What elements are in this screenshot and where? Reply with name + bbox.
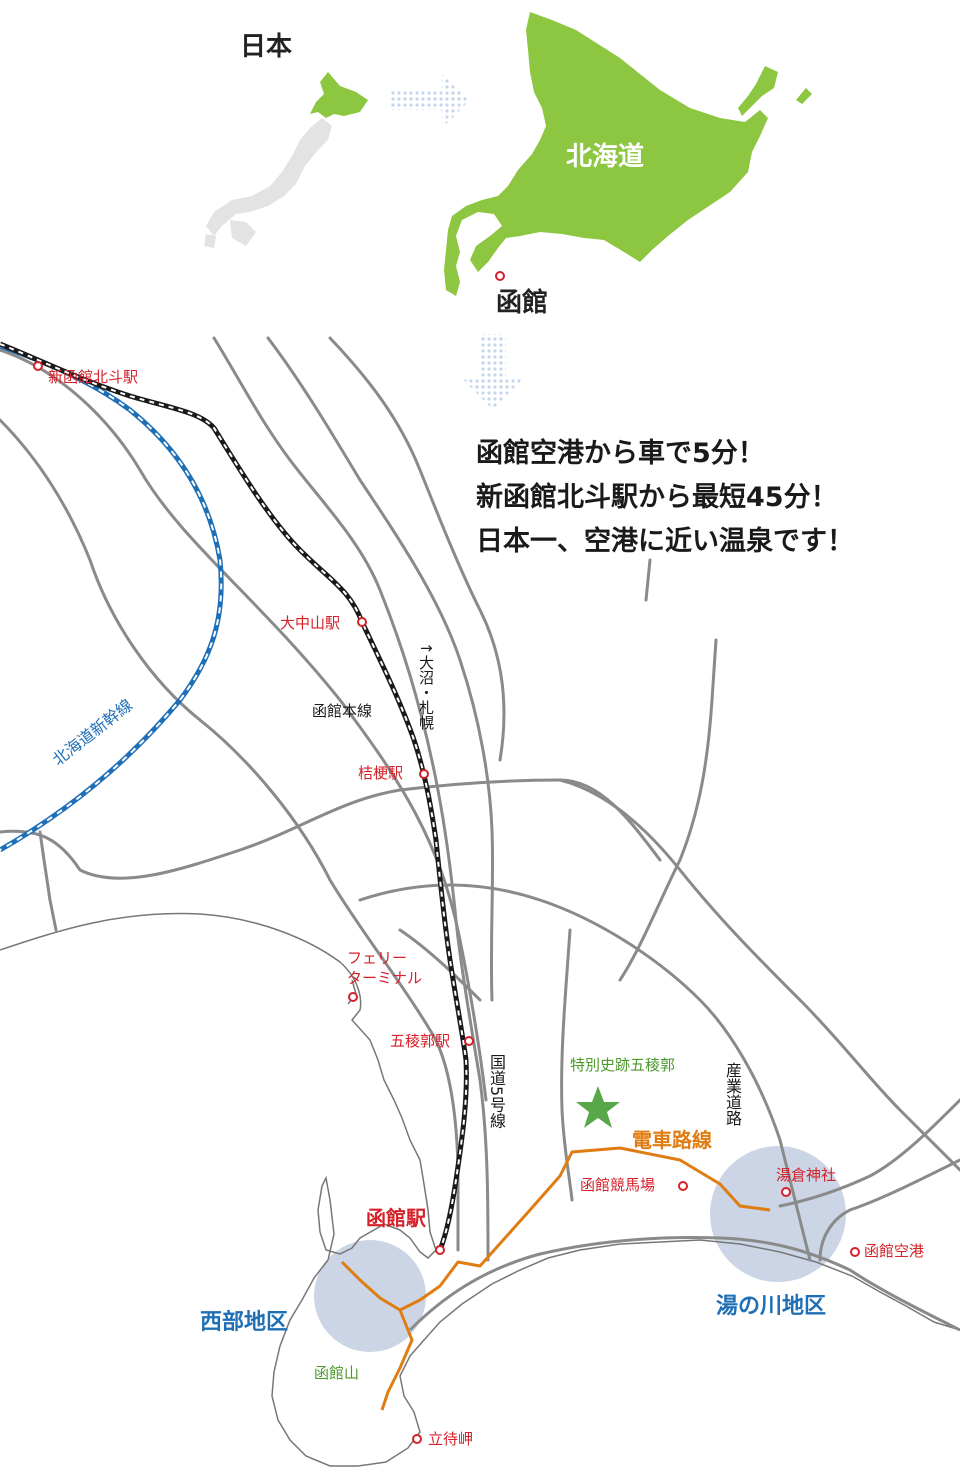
hakodate-honsen-line [0, 341, 469, 1251]
label-goryokaku-special: 特別史跡五稜郭 [570, 1056, 676, 1074]
marker-yukura [781, 1187, 791, 1197]
shinkansen-line [0, 343, 224, 853]
arrow-right [390, 72, 470, 128]
marker-airport [850, 1247, 860, 1257]
label-yunokawa: 湯の川地区 [716, 1294, 827, 1319]
label-hakodate-station: 函館駅 [366, 1206, 426, 1230]
label-kikyo: 桔梗駅 [358, 764, 404, 782]
markers [33, 361, 860, 1444]
label-sangyo-road: 産業道路 [723, 1062, 742, 1126]
label-ferry: フェリー ターミナル [347, 948, 422, 988]
marker-onakayama [357, 617, 367, 627]
roads [0, 336, 960, 1262]
marker-shin-hakodate-hokuto [33, 361, 43, 371]
tagline-line-2: 新函館北斗駅から最短45分！ [476, 482, 838, 513]
hokkaido-mini [310, 72, 368, 118]
marker-goryokaku-station [464, 1036, 474, 1046]
goryokaku-star-icon [576, 1086, 620, 1128]
marker-tachimachi [412, 1434, 422, 1444]
label-yukura: 湯倉神社 [776, 1166, 837, 1184]
label-ferry-line-2: ターミナル [347, 969, 423, 987]
tagline-line-3: 日本一、空港に近い温泉です！ [476, 526, 854, 557]
japan-label: 日本 [240, 32, 293, 62]
label-airport: 函館空港 [864, 1242, 925, 1260]
label-direction: ↑大沼・札幌 [417, 642, 435, 730]
hakodate-marker [495, 271, 505, 281]
coast-road [408, 1236, 960, 1332]
tagline-line-1: 函館空港から車で5分！ [476, 438, 765, 469]
marker-kikyo [419, 769, 429, 779]
marker-ferry [348, 992, 358, 1002]
label-tram: 電車路線 [632, 1128, 712, 1152]
label-ferry-line-1: フェリー [347, 949, 408, 967]
label-route5: 国道5号線 [487, 1054, 506, 1129]
marker-keibajo [678, 1181, 688, 1191]
tram-line [340, 1146, 771, 1411]
label-hakodateyama: 函館山 [314, 1364, 360, 1382]
label-keibajo: 函館競馬場 [580, 1176, 656, 1194]
arrow-down [462, 334, 524, 410]
label-onakayama: 大中山駅 [280, 614, 341, 632]
hakodate-overview-label: 函館 [496, 288, 549, 318]
hokkaido-label: 北海道 [566, 142, 645, 172]
tagline: 函館空港から車で5分！ 新函館北斗駅から最短45分！ 日本一、空港に近い温泉です… [476, 432, 854, 564]
hokkaido-large [444, 12, 812, 296]
label-shin-hakodate-hokuto: 新函館北斗駅 [48, 368, 139, 386]
label-seibu: 西部地区 [200, 1310, 289, 1335]
seibu-district-circle [314, 1240, 426, 1352]
marker-hakodate-station [435, 1245, 445, 1255]
label-tachimachi: 立待岬 [428, 1430, 474, 1448]
label-goryokaku-station: 五稜郭駅 [390, 1032, 451, 1050]
yunokawa-district-circle [710, 1146, 846, 1282]
label-honsen: 函館本線 [312, 702, 373, 720]
japan-silhouette [204, 118, 332, 248]
